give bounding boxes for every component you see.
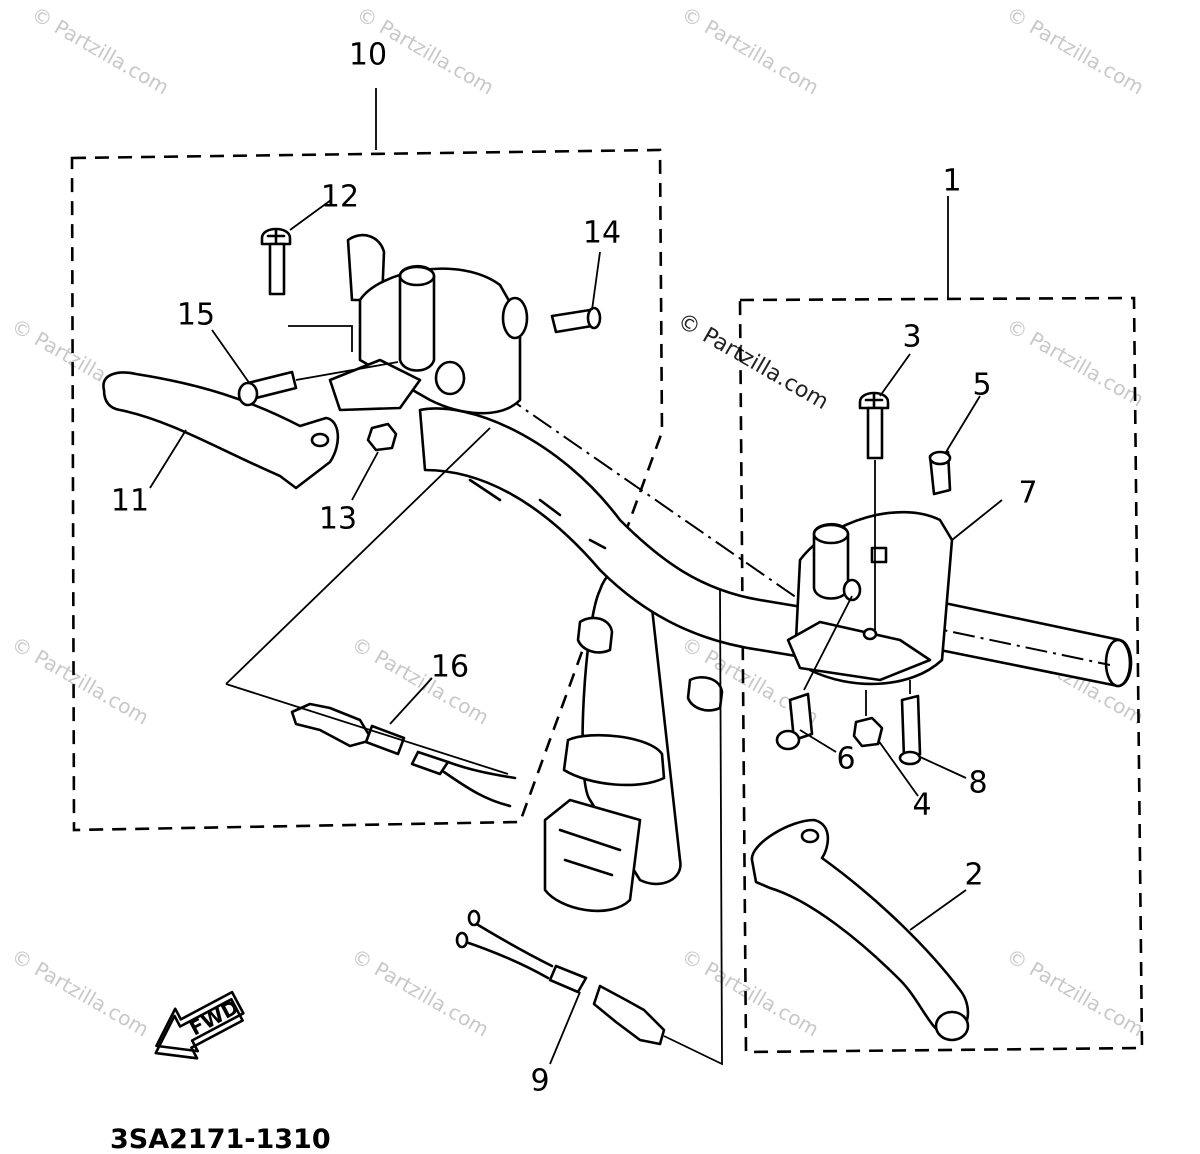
watermark: © Partzilla.com (28, 2, 174, 100)
callout-8: 8 (968, 766, 987, 801)
callout-1: 1 (942, 164, 961, 199)
callout-10: 10 (349, 38, 387, 73)
left-fasteners (237, 227, 602, 452)
assembly-box-10 (70, 148, 664, 832)
right-fasteners (775, 391, 952, 766)
watermark-center: © Partzilla.com (673, 309, 833, 416)
left-switch-cable (225, 427, 517, 808)
callout-13: 13 (319, 502, 357, 537)
left-lever (102, 371, 340, 490)
watermark: © Partzilla.com (1003, 944, 1149, 1042)
diagram-code: 3SA2171-1310 (110, 1124, 331, 1154)
frame-stem (543, 566, 724, 913)
callout-7: 7 (1018, 476, 1037, 511)
right-lever (750, 818, 970, 1042)
callout-5: 5 (972, 368, 991, 403)
right-lever-holder (786, 510, 954, 686)
watermark: © Partzilla.com (348, 632, 494, 730)
watermark: © Partzilla.com (348, 944, 494, 1042)
callout-16: 16 (431, 650, 469, 685)
watermark: © Partzilla.com (678, 2, 824, 100)
callout-11: 11 (111, 484, 149, 519)
callout-12: 12 (321, 180, 359, 215)
watermark: © Partzilla.com (1003, 2, 1149, 100)
assembly-box-1 (738, 296, 1144, 1054)
callout-4: 4 (912, 788, 931, 823)
watermark: © Partzilla.com (1003, 314, 1149, 412)
watermark: © Partzilla.com (8, 944, 154, 1042)
forward-arrow-icon: FWD (154, 990, 245, 1060)
callout-14: 14 (583, 216, 621, 251)
watermark: © Partzilla.com (8, 632, 154, 730)
callout-2: 2 (964, 858, 983, 893)
watermark: © Partzilla.com (678, 944, 824, 1042)
callout-9: 9 (530, 1064, 549, 1099)
callout-6: 6 (836, 742, 855, 777)
callouts: 10 12 14 15 11 13 16 1 3 5 7 6 4 8 2 9 (111, 38, 1038, 1099)
callout-15: 15 (177, 298, 215, 333)
left-lever-holder (288, 264, 529, 415)
callout-3: 3 (902, 320, 921, 355)
leader-lines (149, 199, 1003, 1065)
right-switch-cable (455, 589, 723, 1066)
